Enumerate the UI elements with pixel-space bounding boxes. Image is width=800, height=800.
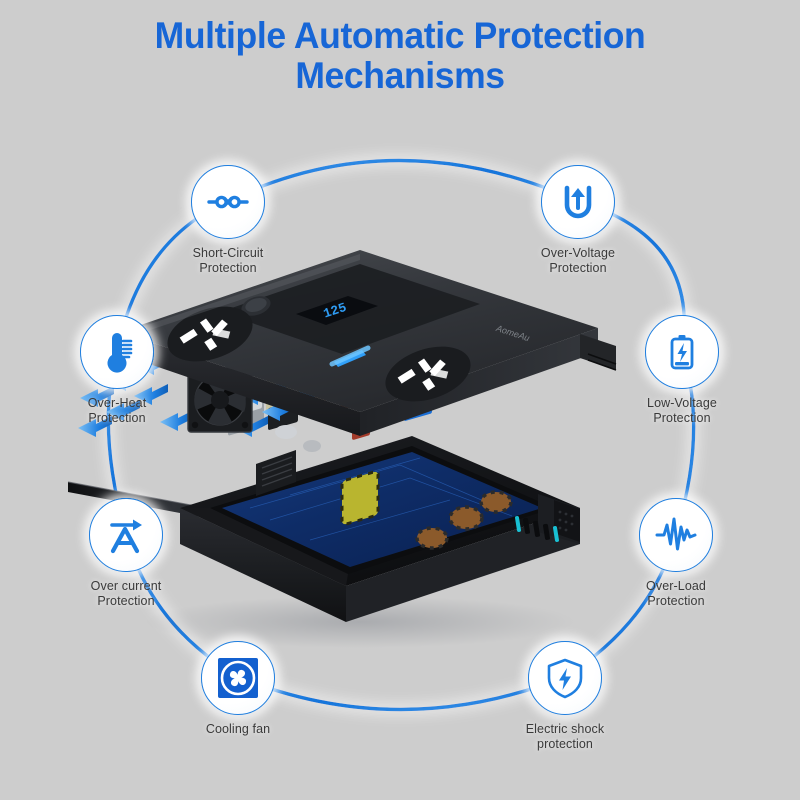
caption-line-2: Protection bbox=[647, 594, 705, 609]
page-title: Multiple Automatic Protection Mechanisms bbox=[16, 16, 784, 96]
feature-caption: Over-Voltage Protection bbox=[498, 246, 658, 277]
feature-short-circuit[interactable]: Short-Circuit Protection bbox=[148, 165, 308, 277]
universal-socket-right bbox=[385, 346, 471, 402]
caption-line-2: Protection bbox=[199, 261, 257, 276]
feature-caption: Electric shock protection bbox=[485, 722, 645, 753]
caption-line-2: Protection bbox=[88, 411, 146, 426]
display-value: 125 bbox=[321, 300, 348, 322]
feature-over-current[interactable]: Over current Protection bbox=[46, 498, 206, 610]
feature-icon-bubble[interactable] bbox=[89, 498, 163, 572]
feature-icon-bubble[interactable] bbox=[645, 315, 719, 389]
feature-over-load[interactable]: Over-Load Protection bbox=[596, 498, 756, 610]
caption-line-1: Electric shock bbox=[525, 722, 605, 736]
usb-charging-ports bbox=[515, 494, 580, 544]
title-line-1: Multiple Automatic Protection bbox=[154, 15, 646, 56]
circuit-board bbox=[222, 452, 542, 567]
feature-electric-shock[interactable]: Electric shock protection bbox=[485, 641, 645, 753]
caption-line-1: Low-Voltage bbox=[647, 396, 717, 410]
feature-icon-bubble[interactable] bbox=[639, 498, 713, 572]
fan-square-icon bbox=[218, 658, 258, 698]
caption-line-1: Cooling fan bbox=[205, 722, 271, 736]
feature-icon-bubble[interactable] bbox=[541, 165, 615, 239]
feature-caption: Low-Voltage Protection bbox=[602, 396, 762, 427]
feature-caption: Over current Protection bbox=[46, 579, 206, 610]
caption-line-2: Protection bbox=[549, 261, 607, 276]
short-circuit-icon bbox=[207, 195, 249, 209]
feature-low-voltage[interactable]: Low-Voltage Protection bbox=[602, 315, 762, 427]
feature-icon-bubble[interactable] bbox=[80, 315, 154, 389]
thermometer-icon bbox=[107, 333, 133, 373]
caption-line-2: protection bbox=[537, 737, 593, 752]
caption-line-1: Short-Circuit bbox=[192, 246, 264, 260]
caption-line-1: Over-Load bbox=[646, 579, 706, 593]
title-line-2: Mechanisms bbox=[295, 54, 505, 96]
feature-caption: Over-Load Protection bbox=[596, 579, 756, 610]
ampere-arrow-icon bbox=[110, 519, 142, 554]
universal-socket-left bbox=[167, 306, 253, 362]
battery-bolt-icon bbox=[670, 335, 694, 370]
caption-line-1: Over current bbox=[90, 579, 162, 593]
inverter-top-cover: 125 AomeAu bbox=[120, 250, 617, 436]
caption-line-1: Over-Heat bbox=[87, 396, 147, 410]
feature-over-heat[interactable]: Over-Heat Protection bbox=[37, 315, 197, 427]
over-voltage-icon bbox=[564, 185, 592, 219]
caption-line-1: Over-Voltage bbox=[540, 246, 616, 260]
feature-icon-bubble[interactable] bbox=[528, 641, 602, 715]
feature-icon-bubble[interactable] bbox=[191, 165, 265, 239]
product-illustration: 125 AomeAu bbox=[60, 250, 660, 650]
caption-line-2: Protection bbox=[97, 594, 155, 609]
feature-caption: Over-Heat Protection bbox=[37, 396, 197, 427]
digital-display: 125 bbox=[296, 296, 378, 325]
feature-caption: Short-Circuit Protection bbox=[148, 246, 308, 277]
shield-bolt-icon bbox=[547, 658, 583, 699]
drop-shadow bbox=[145, 596, 575, 648]
feature-cooling-fan[interactable]: Cooling fan bbox=[158, 641, 318, 737]
toroid-coils bbox=[415, 490, 513, 550]
caption-line-2: Protection bbox=[653, 411, 711, 426]
feature-caption: Cooling fan bbox=[158, 722, 318, 737]
feature-over-voltage[interactable]: Over-Voltage Protection bbox=[498, 165, 658, 277]
feature-icon-bubble[interactable] bbox=[201, 641, 275, 715]
waveform-icon bbox=[655, 517, 697, 551]
